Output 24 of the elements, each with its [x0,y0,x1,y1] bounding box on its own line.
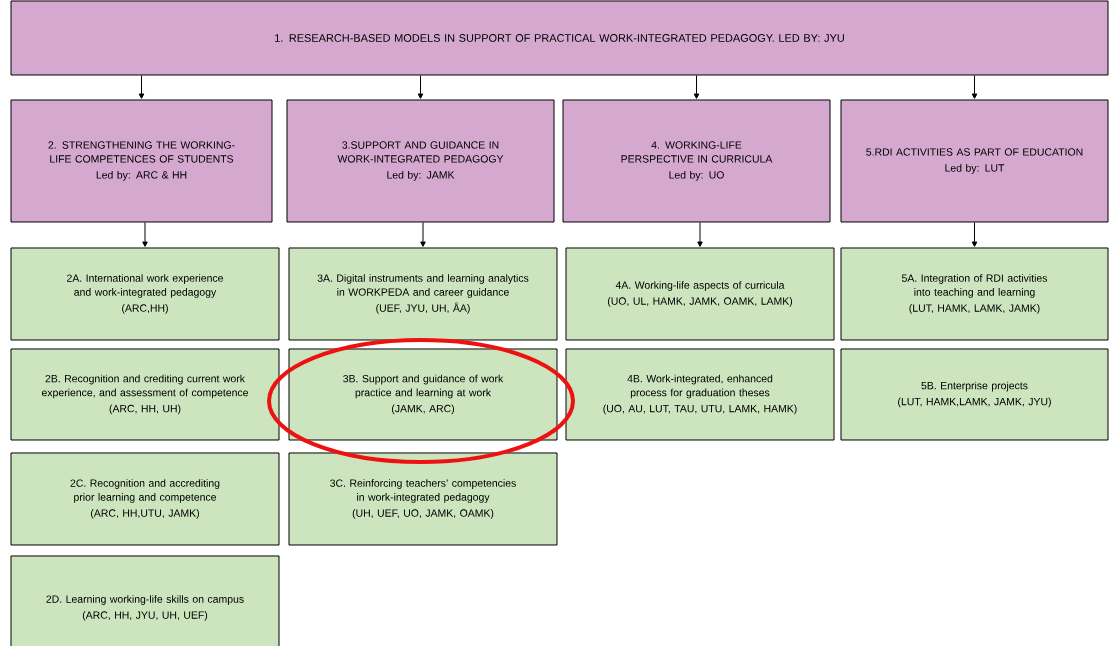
topic-box: 2A. International work experience and work-integrated pedagogy (ARC,HH) [10,247,280,341]
topic-box: 4B. Work-integrated, enhanced process for graduation theses (UO, AU, LUT, TAU, UTU, LAMK, HAMK) [565,348,835,441]
arrow [697,222,703,247]
topic-box: 5A. Integration of RDI activities into teaching and learning (LUT, HAMK, LAMK, JAMK) [840,247,1109,341]
theme-box: 1. RESEARCH-BASED MODELS IN SUPPORT OF PRACTICAL WORK-INTEGRATED PEDAGOGY. LED BY: JYU [10,0,1109,76]
theme-box: 5.RDI ACTIVITIES AS PART OF EDUCATION Led by: LUT [840,99,1109,223]
topic-box: 2B. Recognition and crediting current work experience, and assessment of competence (ARC, HH, UH) [10,348,280,441]
arrow [417,75,424,99]
topic-box: 2C. Recognition and accrediting prior learning and competence (ARC, HH,UTU, JAMK) [10,452,280,546]
topic-box: 3C. Reinforcing teachers’ competencies in work-integrated pedagogy (UH, UEF, UO, JAMK, OAMK) [288,452,558,546]
arrow [693,75,700,99]
arrow [420,222,426,247]
theme-box: 3.SUPPORT AND GUIDANCE IN WORK-INTEGRATED PEDAGOGY Led by: JAMK [286,99,555,223]
arrow [138,75,145,99]
topic-box: 3B. Support and guidance of work practice and learning at work (JAMK, ARC) [288,348,558,441]
theme-box: 2. STRENGTHENING THE WORKING-LIFE COMPETENCES OF STUDENTS Led by: ARC & HH [10,99,273,223]
arrow [142,222,148,247]
topic-box: 3A. Digital instruments and learning analytics in WORKPEDA and career guidance (UEF, JYU, UH, ÅA) [288,247,558,341]
arrow [971,222,978,247]
topic-box: 4A. Working-life aspects of curricula (UO, UL, HAMK, JAMK, OAMK, LAMK) [565,247,835,341]
topic-box: 2D. Learning working-life skills on campus (ARC, HH, JYU, UH, UEF) [10,555,280,646]
theme-box: 4. WORKING-LIFE PERSPECTIVE IN CURRICULA Led by: UO [562,99,831,223]
topic-box: 5B. Enterprise projects (LUT, HAMK,LAMK, JAMK, JYU) [840,348,1109,441]
arrow [971,75,978,99]
